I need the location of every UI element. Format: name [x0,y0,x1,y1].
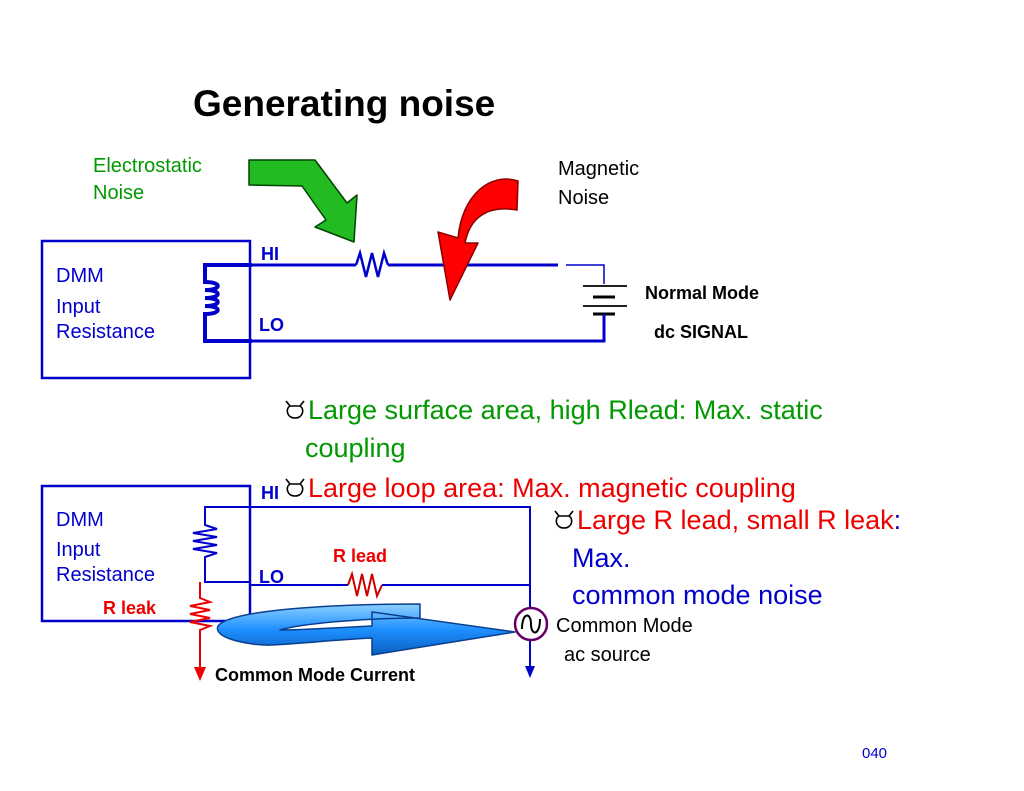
top-hi-wire-3 [566,264,605,284]
normal-mode-label: Normal Mode [645,283,760,303]
common-mode-source-line1: Common Mode [556,615,693,637]
top-dmm-label-line1: DMM [56,265,104,287]
bullet-glyph-icon [285,478,305,497]
top-lo-label: LO [259,315,284,335]
r-lead-label: R lead [333,546,388,566]
bottom-input-resistor [192,506,250,583]
magnetic-label-line1: Magnetic [558,158,640,180]
bullet-glyph-icon [554,510,574,529]
top-lead-resistor [354,248,390,278]
electrostatic-arrow [248,159,358,243]
bottom-circuit [40,484,549,681]
bullet-3-line2: Max. [572,543,631,573]
top-lo-wire [250,314,606,343]
ac-sine-icon [521,614,541,634]
bullet-3-line3: common mode noise [572,580,823,610]
r-leak-label: R leak [103,598,157,618]
electrostatic-label-line2: Noise [93,182,145,204]
bullet-glyph-icon [285,400,305,419]
top-dmm-box [40,239,252,380]
common-mode-source-line2: ac source [564,644,651,666]
bottom-hi-wire [250,506,531,612]
bottom-dmm-label-line3: Resistance [56,564,155,586]
bullet-3-colon: : [893,505,902,535]
bottom-dmm-label-line2: Input [56,539,101,561]
magnetic-arrow [437,178,519,301]
r-leak-resistor [189,582,214,668]
bullet-magnetic-coupling: Large loop area: Max. magnetic coupling [284,469,796,507]
bottom-lo-label: LO [259,567,284,587]
electrostatic-label-line1: Electrostatic [93,155,202,177]
common-mode-current-label: Common Mode Current [215,665,415,685]
ac-source-ground-arrow [525,666,535,678]
bullet-common-mode: Large R lead, small R leak: [553,501,901,539]
bottom-dmm-box [40,484,252,623]
slide-title: Generating noise [193,83,496,124]
dc-source-battery [583,285,627,316]
top-input-resistance-coil [203,263,252,343]
top-dmm-label-line3: Resistance [56,321,155,343]
bullet-1-line1: Large surface area, high Rlead: Max. sta… [308,395,823,425]
top-hi-label: HI [261,244,279,264]
r-lead-resistor [347,570,383,600]
bottom-hi-label: HI [261,483,279,503]
bullet-static-coupling: Large surface area, high Rlead: Max. sta… [284,391,823,429]
bullet-3-part1: Large R lead, small R leak [577,505,894,535]
bottom-dmm-label-line1: DMM [56,509,104,531]
bullet-1-line2: coupling [305,433,406,463]
top-circuit [40,239,627,380]
top-dmm-label-line2: Input [56,296,101,318]
magnetic-label-line2: Noise [558,187,610,209]
r-leak-ground-arrow [194,667,206,681]
page-number: 040 [862,745,888,762]
bullet-2-text: Large loop area: Max. magnetic coupling [308,473,796,503]
common-mode-current-arrow [217,603,516,656]
dc-signal-label: dc SIGNAL [654,322,749,342]
